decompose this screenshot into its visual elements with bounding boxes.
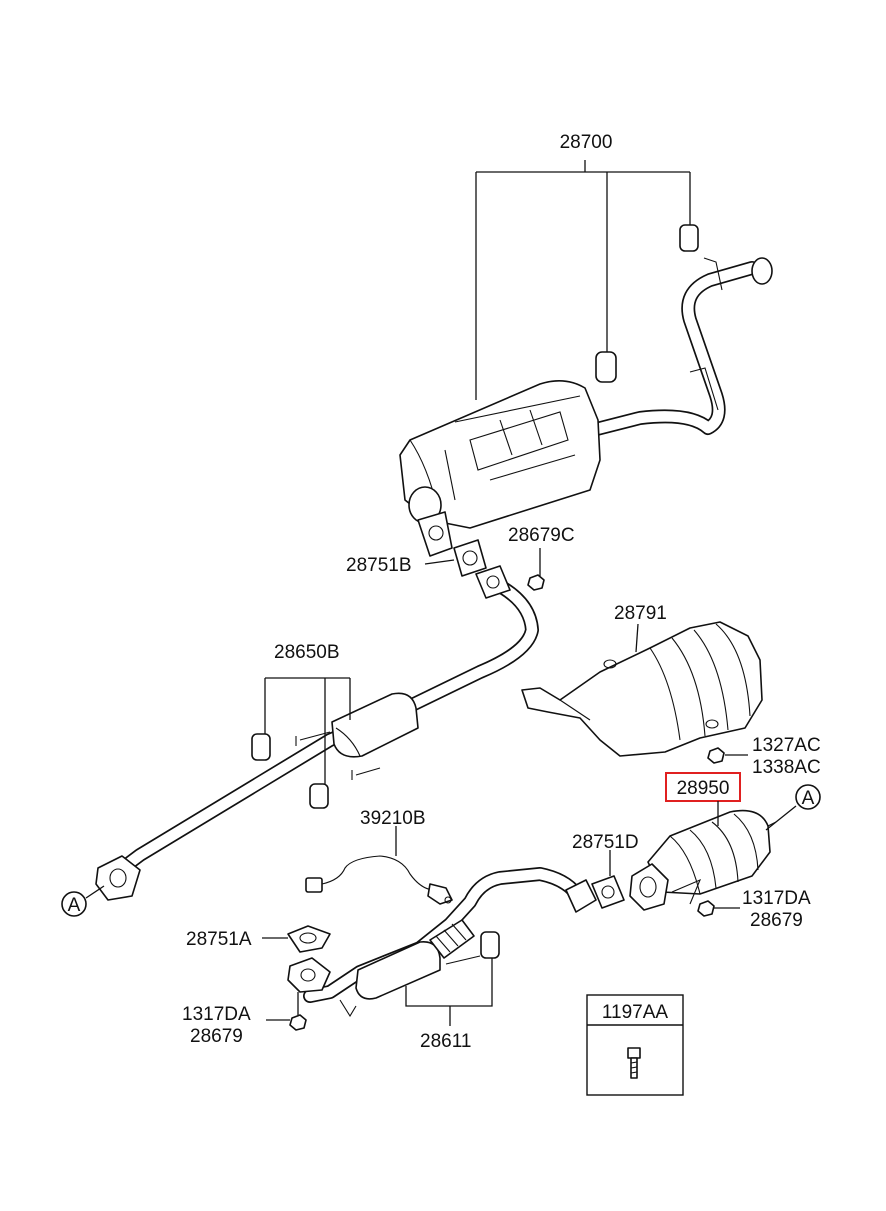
center-pipe-flange-A	[95, 855, 141, 901]
label-1317DA-right[interactable]: 1317DA	[742, 888, 811, 909]
nut-1327AC[interactable]	[707, 747, 725, 764]
label-28950[interactable]: 28950	[677, 778, 730, 799]
label-39210B[interactable]: 39210B	[360, 808, 426, 829]
leader-28611	[405, 958, 493, 1026]
ref-label-left: A	[68, 895, 81, 916]
catalytic-converter-28950[interactable]	[629, 809, 777, 911]
label-28650B[interactable]: 28650B	[274, 642, 340, 663]
rubber-hanger-front	[480, 931, 500, 959]
label-28679-right[interactable]: 28679	[750, 910, 803, 931]
label-28791[interactable]: 28791	[614, 603, 667, 624]
ref-circle-right	[795, 784, 821, 810]
label-28679C[interactable]: 28679C	[508, 525, 575, 546]
ref-label-right: A	[802, 788, 815, 809]
rubber-hanger-center-b	[309, 783, 329, 809]
nut-28679C[interactable]	[527, 574, 545, 591]
front-pipe-28611[interactable]	[287, 867, 597, 1018]
heat-protector-28791[interactable]	[521, 621, 763, 757]
leader-28700	[475, 160, 691, 400]
rubber-hanger-mid	[595, 351, 617, 383]
nut-1317DA-left[interactable]	[289, 1014, 307, 1031]
ref-circle-left	[61, 891, 87, 917]
rubber-hanger-rear	[679, 224, 699, 252]
label-28679-left[interactable]: 28679	[190, 1026, 243, 1047]
label-28700[interactable]: 28700	[560, 132, 613, 153]
leader-28791	[635, 623, 639, 653]
label-28751D[interactable]: 28751D	[572, 832, 639, 853]
gasket-28751D[interactable]	[591, 875, 625, 909]
label-28751B[interactable]: 28751B	[346, 555, 412, 576]
center-pipe-assembly[interactable]	[95, 565, 539, 901]
leader-28751B	[424, 559, 455, 565]
nut-1317DA-right[interactable]	[697, 900, 715, 917]
bolt-box-1197AA[interactable]	[586, 994, 684, 1096]
label-28751A[interactable]: 28751A	[186, 929, 252, 950]
muffler-inlet-flange	[417, 511, 453, 557]
gasket-28751B[interactable]	[453, 539, 487, 577]
label-1327AC[interactable]: 1327AC	[752, 735, 821, 756]
leader-28650B	[264, 677, 351, 784]
label-1338AC[interactable]: 1338AC	[752, 757, 821, 778]
rear-muffler-assembly[interactable]	[399, 224, 773, 557]
bolt-icon	[627, 1047, 641, 1079]
center-resonator	[331, 692, 419, 758]
label-28611[interactable]: 28611	[420, 1031, 471, 1052]
highlight-box-28950	[665, 772, 741, 802]
rubber-hanger-center-a	[251, 733, 271, 761]
gasket-28751A[interactable]	[287, 925, 331, 953]
tail-pipe-tip	[751, 257, 773, 285]
oxygen-sensor-39210B[interactable]	[305, 855, 453, 905]
label-1317DA-left[interactable]: 1317DA	[182, 1004, 251, 1025]
label-1197AA[interactable]: 1197AA	[602, 1002, 669, 1023]
